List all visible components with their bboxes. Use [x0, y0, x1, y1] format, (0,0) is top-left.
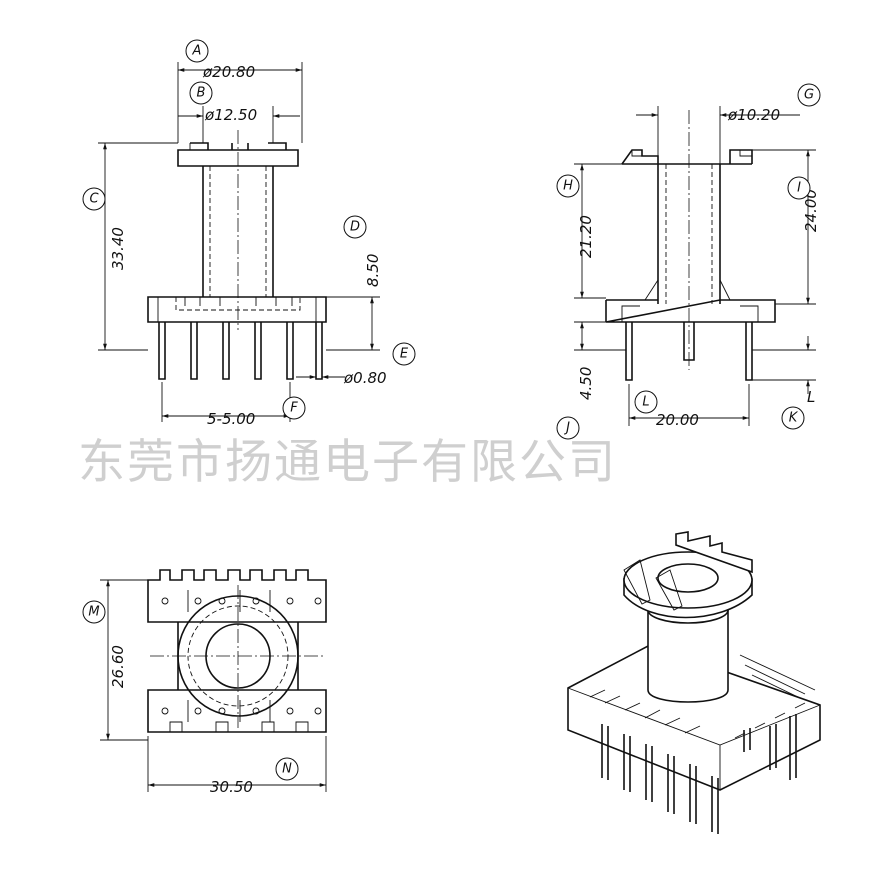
dim-j-value: 4.50 — [577, 367, 595, 400]
label-f: F — [290, 401, 298, 416]
dim-a-value: ø20.80 — [202, 63, 255, 81]
dim-e-value: ø0.80 — [343, 369, 387, 387]
label-n: N — [282, 762, 292, 777]
isometric-view — [567, 531, 821, 834]
dim-i-value: 24.00 — [802, 189, 820, 232]
dim-c-value: 33.40 — [109, 227, 127, 270]
front-view: ø20.80 ø12.50 33.40 8.50 ø0.80 5-5.00 — [98, 62, 387, 428]
dim-m-value: 26.60 — [109, 645, 127, 688]
dim-g-value: ø10.20 — [727, 106, 780, 124]
label-markers: A B C D E F G H I J L K M N — [82, 39, 821, 781]
dim-b-value: ø12.50 — [204, 106, 257, 124]
label-c: C — [89, 192, 99, 207]
label-a: A — [192, 44, 202, 59]
dim-n-value: 30.50 — [210, 778, 253, 796]
front-pins — [158, 322, 323, 380]
watermark-text: 东莞市扬通电子有限公司 — [78, 435, 617, 490]
top-view: 26.60 30.50 — [100, 569, 327, 796]
iso-pins — [601, 714, 797, 834]
dim-h-value: 21.20 — [577, 215, 595, 258]
label-l: L — [642, 395, 649, 410]
label-b: B — [197, 86, 206, 101]
label-h: H — [563, 179, 573, 194]
label-m: M — [88, 605, 99, 620]
label-d: D — [350, 220, 360, 235]
side-view: ø10.20 21.20 24.00 4.50 20.00 L — [574, 106, 820, 429]
label-j: J — [563, 421, 570, 436]
label-g: G — [804, 88, 814, 103]
dim-d-value: 8.50 — [364, 254, 382, 287]
dim-k-subscript: L — [807, 388, 815, 406]
label-i: I — [797, 181, 801, 196]
dim-f-value: 5-5.00 — [207, 410, 255, 428]
dim-l-value: 20.00 — [656, 411, 699, 429]
label-k: K — [789, 411, 799, 426]
label-e: E — [400, 347, 409, 362]
